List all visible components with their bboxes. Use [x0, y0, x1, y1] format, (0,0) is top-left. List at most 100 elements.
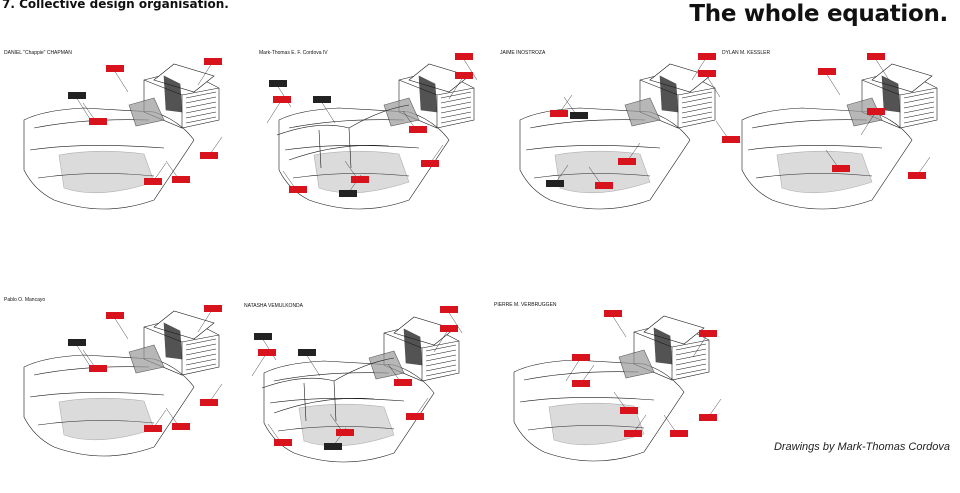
- cladding-line: [185, 101, 217, 109]
- building-drawing: [251, 306, 463, 463]
- dark-core: [163, 322, 183, 360]
- canopy-structure: [261, 357, 395, 422]
- annotation-tag: [254, 333, 272, 340]
- panel-author-name: DYLAN M. KESSLER: [722, 50, 771, 56]
- annotation-tag: [339, 190, 357, 197]
- annotation-tag: [106, 312, 124, 319]
- drawing-linework: [519, 63, 716, 210]
- annotation-tag: [273, 96, 291, 103]
- cladding-line: [185, 106, 217, 114]
- shaded-floor: [298, 403, 395, 447]
- annotation-tag: [618, 158, 636, 165]
- annotation-tag: [289, 186, 307, 193]
- dark-core: [653, 327, 673, 365]
- annotation-tag: [258, 349, 276, 356]
- annotation-tag: [269, 80, 287, 87]
- annotation-tag: [546, 180, 564, 187]
- roof-plane: [643, 315, 705, 345]
- cladding-line: [681, 106, 713, 114]
- shaded-floor: [776, 150, 873, 194]
- annotation-tag: [699, 330, 717, 337]
- leader-line: [75, 96, 91, 120]
- drawing-linework: [741, 63, 938, 210]
- cladding-line: [185, 338, 217, 346]
- entry-platform: [383, 97, 420, 127]
- cladding-line: [903, 101, 935, 109]
- cladding-line: [440, 91, 472, 99]
- page-headline: The whole equation.: [689, 1, 948, 27]
- leader-line: [113, 316, 129, 340]
- cladding-line: [185, 111, 217, 119]
- annotation-tag: [274, 439, 292, 446]
- leader-line: [874, 57, 890, 81]
- cladding-line: [903, 96, 935, 104]
- annotation-tag: [620, 407, 638, 414]
- site-outline: [741, 107, 913, 210]
- cladding-line: [675, 353, 707, 361]
- drawing-linework: [513, 315, 710, 462]
- cladding-line: [185, 343, 217, 351]
- annotation-tag: [818, 68, 836, 75]
- leader-line: [462, 57, 478, 81]
- site-outline: [519, 107, 691, 210]
- annotation-tag: [144, 178, 162, 185]
- annotation-tag: [200, 152, 218, 159]
- annotation-tag: [200, 399, 218, 406]
- leader-line: [692, 334, 708, 358]
- drawing-linework: [261, 316, 460, 463]
- canopy-structure: [276, 104, 410, 169]
- annotation-tag: [595, 182, 613, 189]
- leader-line: [197, 62, 213, 86]
- site-outline: [23, 107, 195, 210]
- leader-line: [447, 310, 463, 334]
- cladding-line: [185, 348, 217, 356]
- roof-plane: [153, 63, 215, 93]
- drawing-linework: [276, 63, 475, 210]
- cladding-line: [903, 91, 935, 99]
- cladding-line: [675, 343, 707, 351]
- annotation-tag: [570, 112, 588, 119]
- cladding-line: [185, 116, 217, 124]
- dark-core: [163, 75, 183, 113]
- cladding-line: [440, 111, 472, 119]
- annotation-tag: [421, 160, 439, 167]
- leader-line: [705, 74, 721, 98]
- annotation-tag: [409, 126, 427, 133]
- annotation-tag: [172, 176, 190, 183]
- building-drawing: [23, 305, 223, 457]
- annotation-tag: [89, 118, 107, 125]
- annotation-tag: [172, 423, 190, 430]
- annotation-tag: [144, 425, 162, 432]
- diagram-panel-kessler: DYLAN M. KESSLER: [722, 50, 960, 240]
- cladding-line: [425, 369, 457, 377]
- annotation-tag: [351, 176, 369, 183]
- annotation-tag: [832, 165, 850, 172]
- panel-author-name: PIERRE M. VERBRUGGEN: [494, 302, 557, 308]
- cladding-line: [425, 349, 457, 357]
- cladding-line: [681, 96, 713, 104]
- panel-author-name: JAIME INOSTROZA: [500, 50, 546, 56]
- site-outline: [513, 359, 685, 462]
- annotation-tag: [572, 354, 590, 361]
- annotation-tag: [867, 108, 885, 115]
- annotation-tag: [670, 430, 688, 437]
- building-drawing: [266, 53, 478, 210]
- cladding-line: [440, 116, 472, 124]
- annotation-tag: [455, 53, 473, 60]
- leader-line: [251, 353, 267, 377]
- annotation-tag: [867, 53, 885, 60]
- annotation-tag: [455, 72, 473, 79]
- cladding-line: [675, 368, 707, 376]
- annotation-tag: [550, 110, 568, 117]
- annotation-tag: [68, 92, 86, 99]
- shaded-floor: [58, 397, 155, 441]
- drawing-linework: [23, 63, 220, 210]
- diagram-panel-vemulkonda: NATASHA VEMULKONDA: [244, 303, 484, 493]
- annotation-tag: [298, 349, 316, 356]
- section-title: 7. Collective design organisation.: [2, 0, 229, 11]
- cladding-line: [425, 364, 457, 372]
- cladding-line: [440, 96, 472, 104]
- annotation-tag: [440, 325, 458, 332]
- leader-line: [433, 329, 449, 353]
- cladding-line: [185, 363, 217, 371]
